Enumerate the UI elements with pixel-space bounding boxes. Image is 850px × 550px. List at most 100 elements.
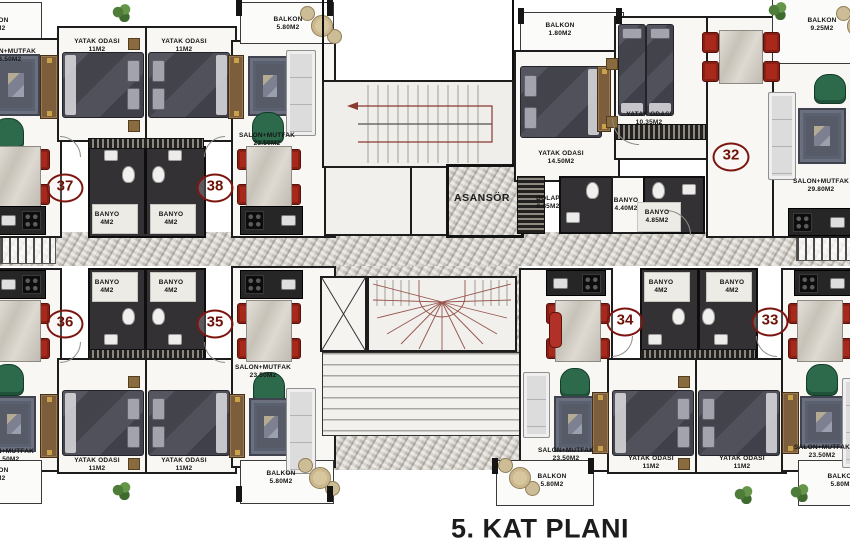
- toilet: [672, 308, 685, 325]
- chip: [706, 272, 752, 302]
- shape: 4.40M2: [614, 205, 638, 212]
- pillar: [492, 458, 498, 474]
- pillow: [152, 398, 165, 420]
- plant: [112, 4, 132, 22]
- pillow: [524, 75, 537, 97]
- pillar: [236, 0, 242, 16]
- sofa: [286, 50, 316, 136]
- pillow: [524, 107, 537, 129]
- rug: [798, 108, 846, 164]
- pillar: [518, 8, 524, 24]
- bed: [520, 66, 602, 138]
- shape: BALKON: [807, 17, 837, 24]
- shape: 4.85M2: [645, 217, 669, 224]
- shape: 4M2: [164, 287, 178, 294]
- shape: [386, 301, 443, 335]
- shape: SALON+MUTFAK: [537, 447, 595, 454]
- pillow-h: [650, 28, 670, 39]
- pillow: [152, 426, 165, 448]
- shape: 23.50M2: [0, 56, 22, 63]
- sheet: [216, 55, 227, 115]
- stair-lobby: [324, 166, 412, 236]
- dining-set: [0, 144, 50, 210]
- shape: BALKON: [827, 473, 850, 480]
- dining-chair: [702, 32, 719, 53]
- sheet-h: [621, 103, 643, 113]
- pillar: [616, 8, 622, 24]
- shape: [441, 301, 466, 350]
- dining-table: [246, 146, 292, 208]
- bath-sink: [566, 212, 580, 223]
- armchair: [252, 112, 284, 144]
- shape: 10.35M2: [635, 119, 663, 126]
- sofa: [523, 372, 550, 438]
- shape: BANYO: [719, 279, 745, 286]
- pillow: [702, 426, 715, 448]
- dining-chair: [763, 61, 780, 82]
- shape: [358, 105, 493, 143]
- sheet: [216, 393, 227, 453]
- elevator: [446, 164, 524, 238]
- shape: [441, 299, 512, 303]
- shape: 11M2: [642, 463, 660, 470]
- balcony-table-set: [836, 4, 850, 46]
- dining-set: [546, 298, 610, 364]
- tv-unit: [782, 392, 799, 454]
- unit-badge-38: 38: [196, 173, 234, 203]
- sheet: [615, 393, 626, 453]
- kitchen-sink: [830, 217, 845, 228]
- dining-set: [237, 298, 301, 364]
- balcony-table-set: [298, 456, 340, 498]
- toilet: [152, 308, 165, 325]
- shape: [372, 299, 443, 303]
- plant: [768, 2, 788, 20]
- shape: 11M2: [175, 465, 193, 472]
- tv-unit: [40, 394, 58, 458]
- plant: [734, 486, 754, 504]
- tv-unit: [228, 55, 244, 119]
- sofa: [842, 378, 850, 468]
- nightstand: [128, 38, 140, 50]
- toilet: [586, 182, 599, 199]
- bath-sink: [682, 184, 696, 195]
- dining-table: [0, 146, 41, 208]
- dining-set: [237, 144, 301, 210]
- shape: SALON+MUTFAK: [0, 48, 37, 55]
- stove: [245, 275, 264, 294]
- shape: 4M2: [100, 219, 114, 226]
- shape: [441, 301, 484, 345]
- toilet: [152, 166, 165, 183]
- sheet: [65, 55, 76, 115]
- chip: [92, 272, 138, 302]
- dining-chair: [763, 32, 780, 53]
- shape: 23.50M2: [0, 456, 20, 463]
- room-balcony-36: [0, 460, 42, 504]
- bath-sink: [168, 334, 182, 345]
- dining-table: [555, 300, 601, 362]
- bench: [597, 66, 611, 132]
- shape: YATAK ODASI: [628, 455, 674, 462]
- pillar: [588, 458, 594, 474]
- stairs-top: [322, 80, 514, 168]
- stove: [22, 275, 41, 294]
- pillow: [677, 426, 690, 448]
- bed: [698, 390, 780, 456]
- bed: [62, 390, 144, 456]
